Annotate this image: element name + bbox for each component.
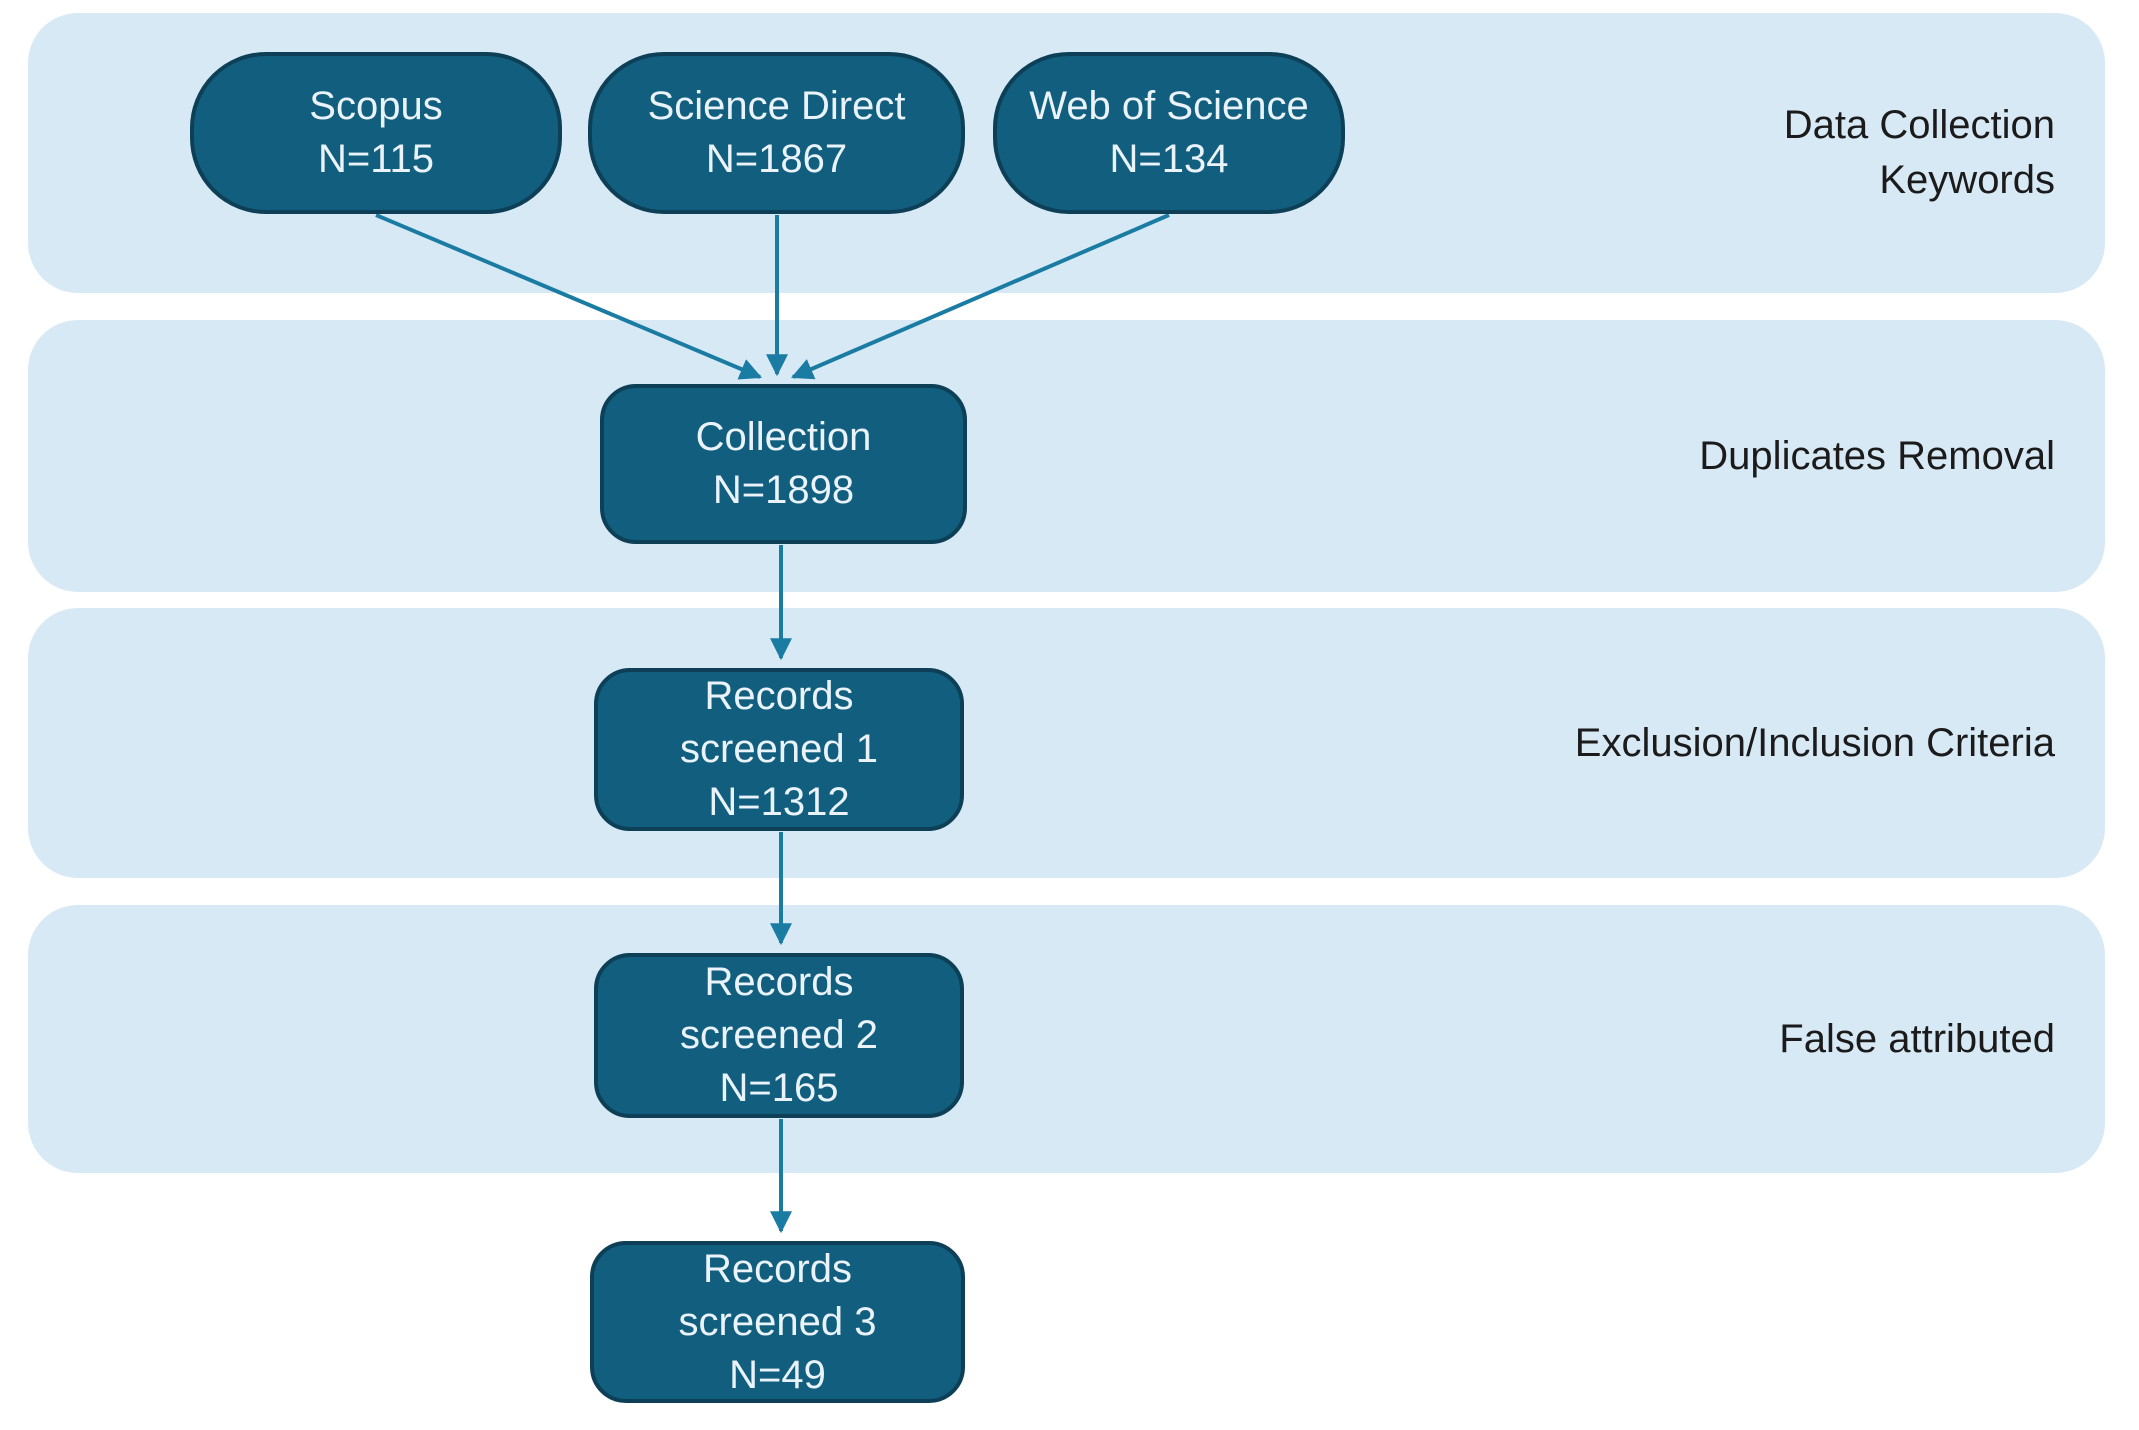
flow-node-records-screened-2: Records screened 2 N=165 [594,953,964,1118]
band-label-false-attributed: False attributed [1779,1016,2055,1061]
band-exclusion-inclusion: Exclusion/Inclusion Criteria [28,608,2105,878]
band-label-data-collection: Data Collection Keywords [1783,103,2055,202]
flow-screened1-count: N=1312 [708,780,850,824]
flow-screened2-count: N=165 [719,1066,839,1110]
source-scopus-count: N=115 [317,137,434,181]
flow-node-records-screened-1: Records screened 1 N=1312 [594,668,964,831]
flow-node-records-screened-3: Records screened 3 N=49 [590,1241,965,1403]
band-duplicates-removal: Duplicates Removal [28,320,2105,592]
band-label-exclusion-inclusion: Exclusion/Inclusion Criteria [1574,720,2055,765]
band-false-attributed: False attributed [28,905,2105,1173]
band-label-duplicates-removal: Duplicates Removal [1699,433,2055,478]
source-node-web-of-science: Web of Science N=134 [993,52,1345,214]
flow-collection-name: Collection [695,415,872,459]
flow-screened3-name: Records screened 3 [678,1246,877,1344]
source-web-of-science-name: Web of Science [1029,84,1309,128]
flow-node-collection: Collection N=1898 [600,384,967,544]
source-science-direct-count: N=1867 [705,137,848,181]
source-scopus-name: Scopus [309,84,443,128]
source-science-direct-name: Science Direct [647,84,906,128]
flow-screened1-name: Records screened 1 [680,674,878,771]
source-node-scopus: Scopus N=115 [190,52,562,214]
flow-collection-count: N=1898 [712,468,855,512]
flow-screened2-name: Records screened 2 [680,960,878,1057]
flow-screened3-count: N=49 [729,1352,826,1397]
source-web-of-science-count: N=134 [1109,137,1229,181]
source-node-science-direct: Science Direct N=1867 [588,52,965,214]
